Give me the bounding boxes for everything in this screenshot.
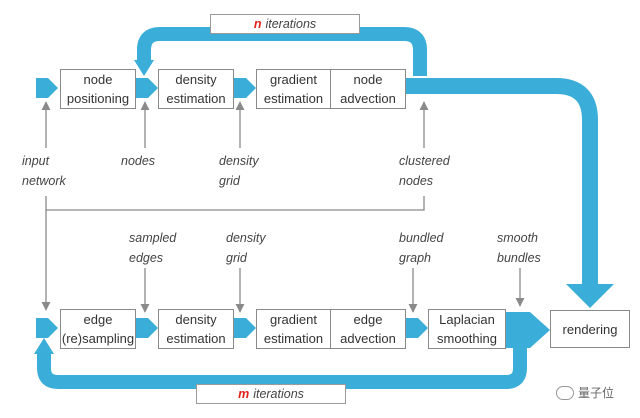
nodes-label: nodes [121, 154, 156, 168]
top-loop-band [137, 27, 427, 76]
arrow-into-density-estimation [136, 78, 158, 98]
watermark-text: 量子位 [578, 386, 615, 400]
bottom-loop-band [37, 348, 527, 389]
arrow-into-gradient-estimation [234, 78, 256, 98]
top-to-rendering-band [406, 78, 598, 284]
arrow-into-density-estimation-bottom [136, 318, 158, 338]
watermark: 量子位 [556, 384, 614, 401]
m-variable: m [238, 387, 250, 401]
rendering-box: rendering [550, 310, 630, 348]
edge-resampling-box: edge(re)sampling [60, 309, 136, 349]
arrow-into-edge-resampling [36, 318, 58, 338]
m-iterations-text: iterations [253, 387, 304, 401]
arrow-into-node-positioning [36, 78, 58, 98]
arrow-into-rendering [506, 312, 550, 348]
m-iterations-label: m iterations [196, 384, 346, 404]
rendering-arrowhead [566, 284, 614, 308]
wechat-icon [556, 385, 574, 400]
arrow-into-laplacian-smoothing [406, 318, 428, 338]
arrow-into-gradient-estimation-bottom [234, 318, 256, 338]
n-iterations-text: iterations [265, 17, 317, 31]
n-iterations-label: n iterations [210, 14, 360, 34]
bottom-loop-head [34, 338, 54, 354]
top-loop-head [134, 60, 154, 76]
n-variable: n [253, 17, 262, 31]
